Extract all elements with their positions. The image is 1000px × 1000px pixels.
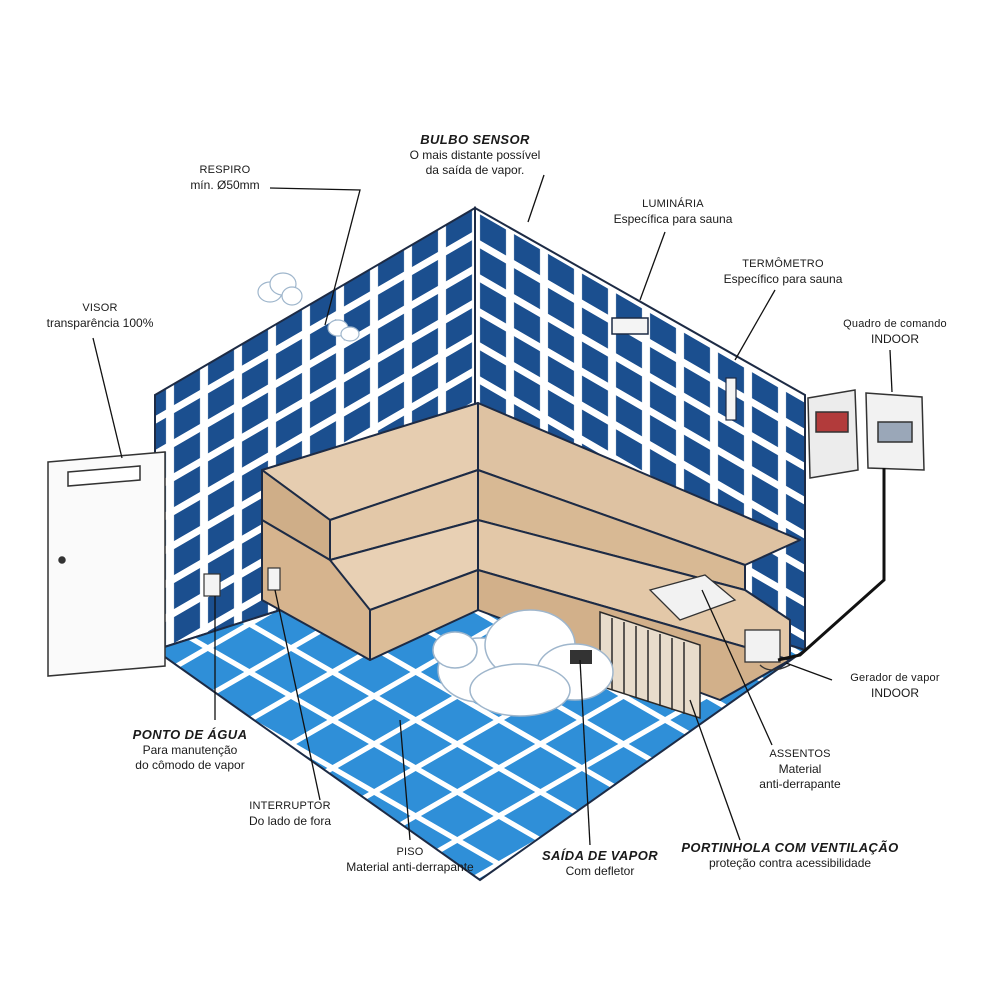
- assentos-label: ASSENTOS Material anti-derrapante: [759, 748, 841, 791]
- ponto-agua-label: PONTO DE ÁGUA Para manutenção do cômodo …: [132, 727, 248, 773]
- portinhola-label: PORTINHOLA COM VENTILAÇÃO proteção contr…: [681, 840, 899, 871]
- piso-label: PISO Material anti-derrapante: [346, 846, 474, 874]
- luminaria-label: LUMINÁRIA Específica para sauna: [613, 198, 733, 226]
- gerador-label: Gerador de vapor INDOOR: [850, 672, 940, 700]
- vent-hatch: [599, 610, 701, 720]
- visor-label: VISOR transparência 100%: [46, 302, 154, 330]
- steam-outlet: [570, 650, 592, 664]
- control-cable: [777, 468, 886, 662]
- steam-cloud: [432, 609, 614, 717]
- saida-vapor-label: SAÍDA DE VAPOR Com defletor: [541, 848, 659, 879]
- quadro-label: Quadro de comando INDOOR: [843, 318, 947, 346]
- switch: [267, 567, 281, 591]
- water-point: [203, 573, 221, 597]
- termometro-label: TERMÔMETRO Específico para sauna: [723, 258, 843, 286]
- interruptor-label: INTERRUPTOR Do lado de fora: [248, 800, 332, 828]
- bulbo-sensor-label: BULBO SENSOR O mais distante possível da…: [409, 132, 541, 178]
- respiro-label: RESPIRO mín. Ø50mm: [190, 164, 260, 192]
- control-panel: [807, 389, 925, 479]
- callout-lines: [92, 174, 893, 846]
- vent-cloud: [257, 272, 360, 342]
- thermometer: [725, 377, 737, 421]
- steam-generator: [648, 574, 791, 671]
- door: [47, 451, 166, 677]
- light-fixture: [611, 317, 649, 335]
